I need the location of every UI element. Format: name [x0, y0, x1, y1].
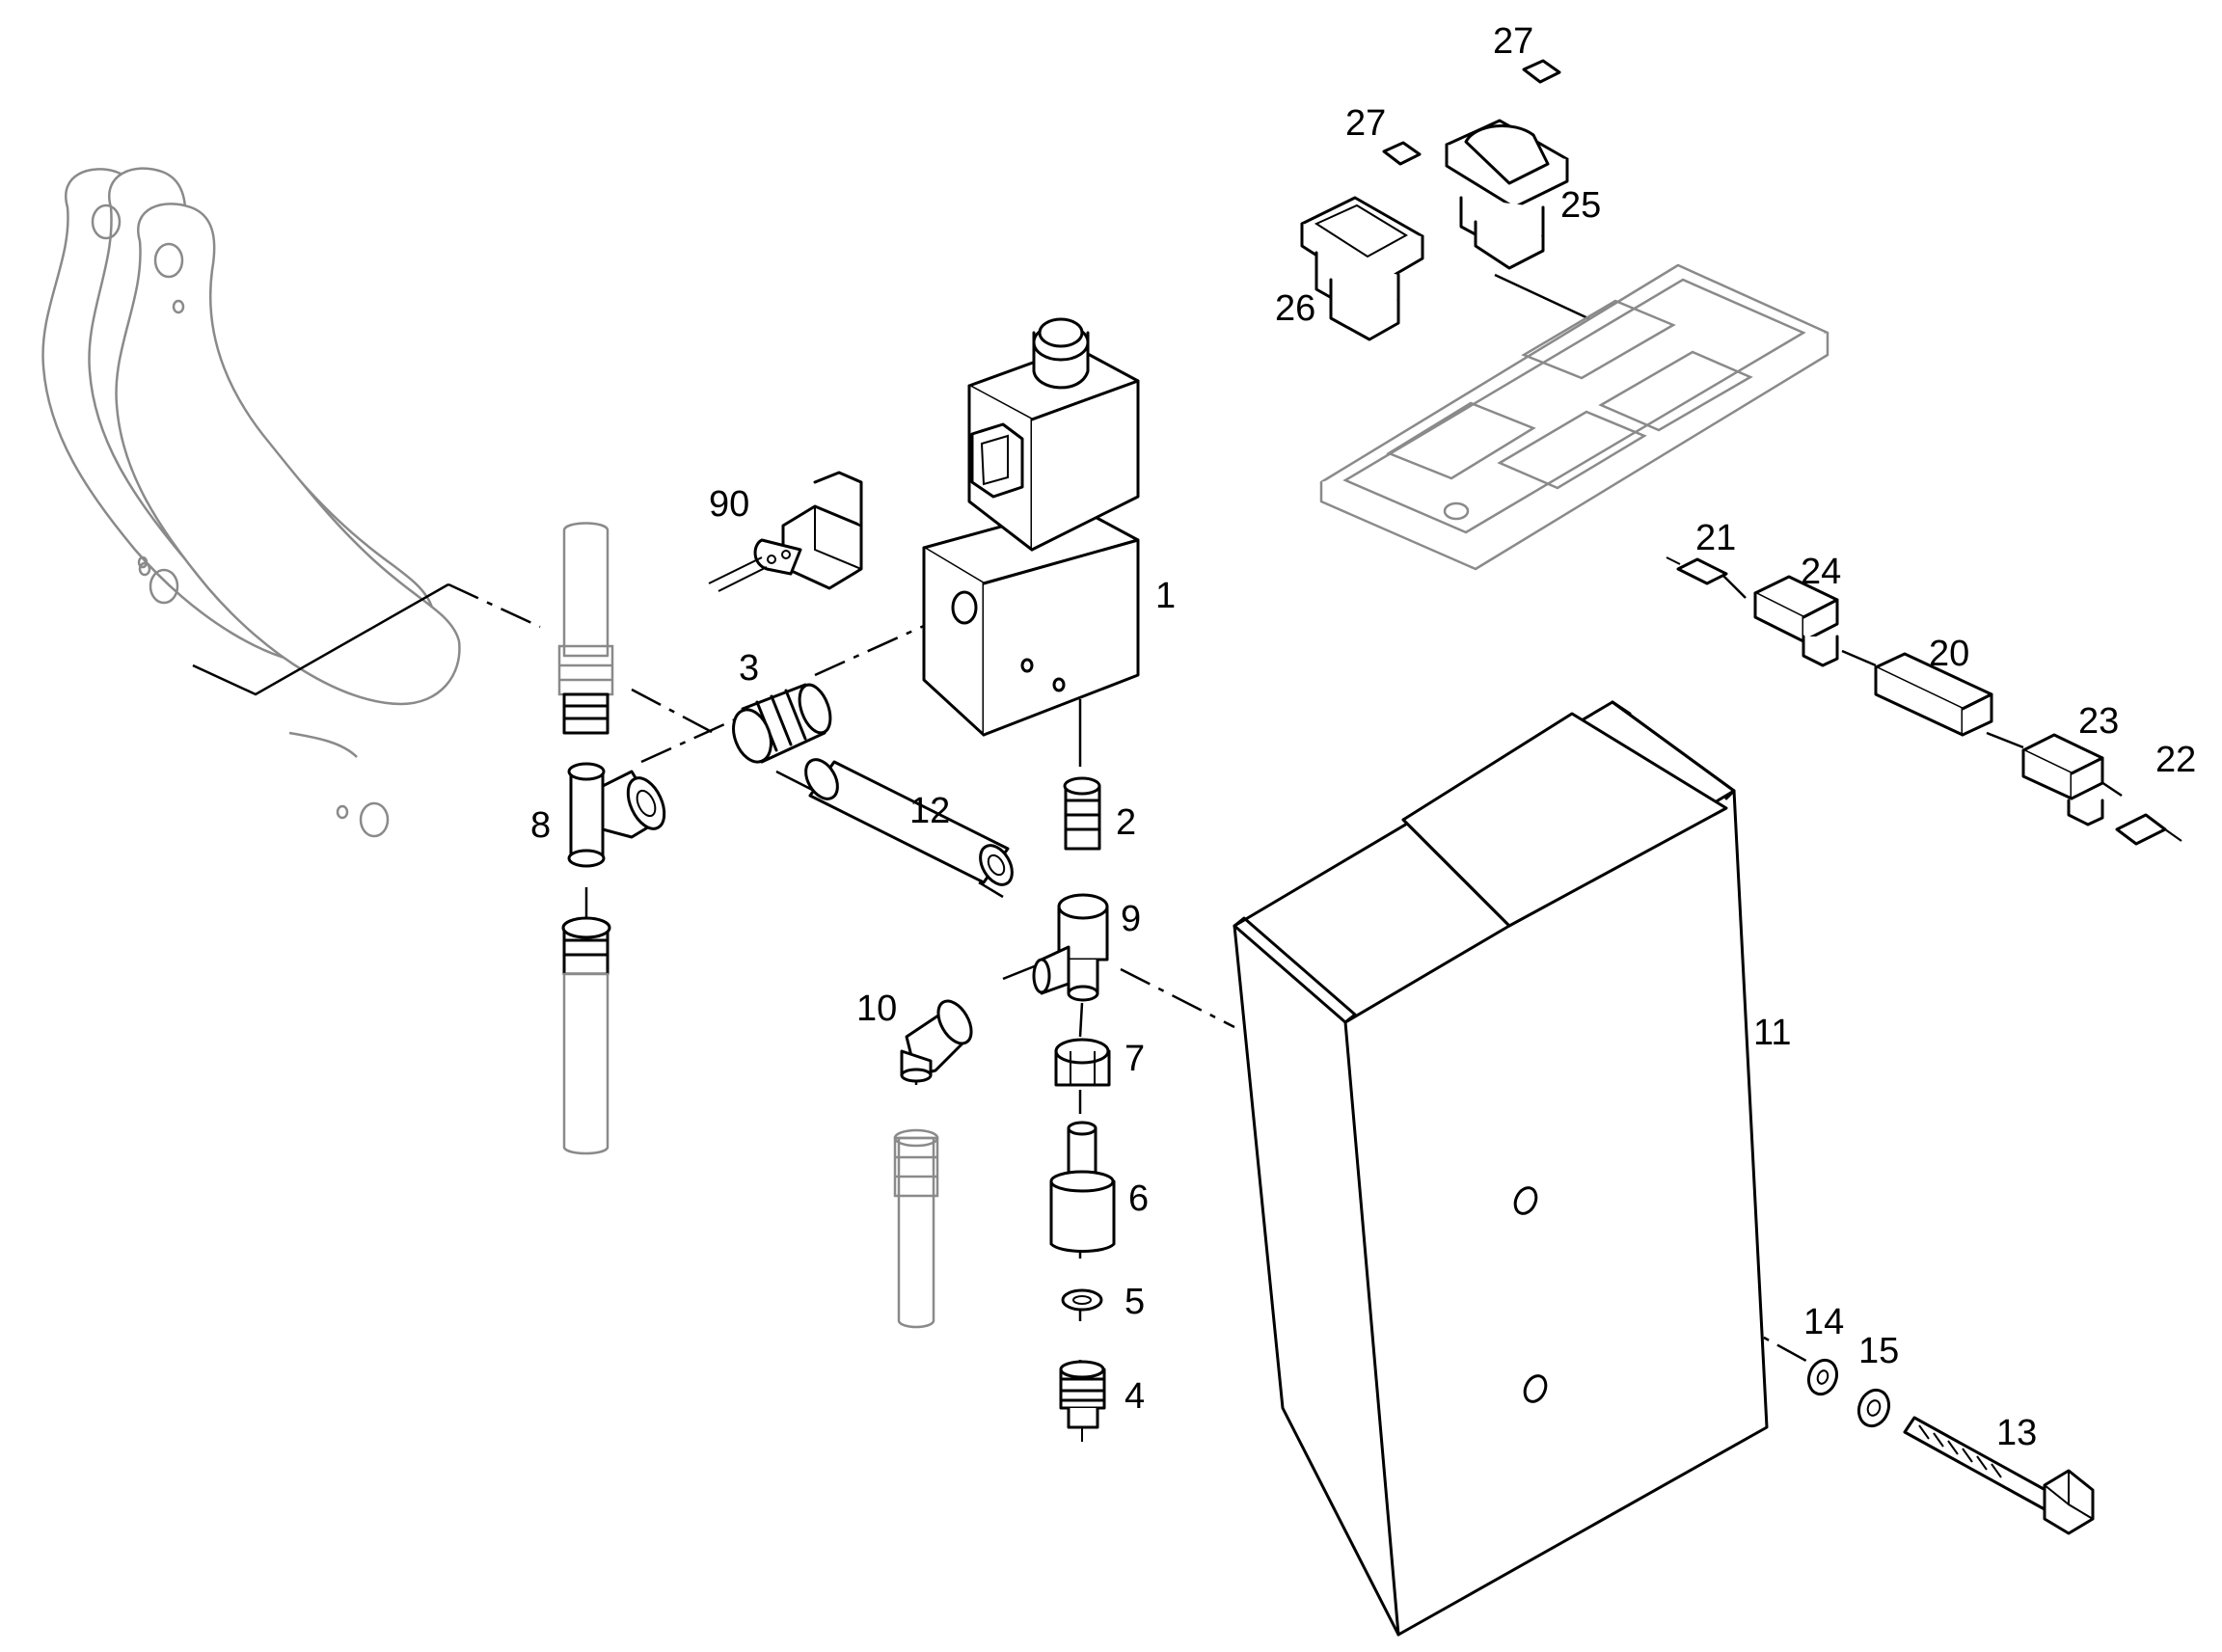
- hose-ghost-right: [893, 1128, 939, 1329]
- callout-23: 23: [2078, 701, 2119, 742]
- callout-15: 15: [1858, 1331, 1899, 1371]
- callout-10: 10: [856, 988, 897, 1029]
- rocker-switch-25: [1445, 119, 1569, 270]
- callout-26: 26: [1275, 288, 1315, 329]
- solenoid-valve-1: [922, 317, 1140, 737]
- adapter-fitting-3: [732, 683, 832, 764]
- callout-8: 8: [530, 805, 551, 846]
- switch-panel-ghost: [1319, 263, 1829, 571]
- callout-90: 90: [709, 484, 749, 525]
- guard-cover-11: [1233, 700, 1769, 1637]
- tee-fitting-9: [1032, 893, 1109, 1002]
- callout-25: 25: [1560, 185, 1601, 226]
- callout-20: 20: [1929, 634, 1969, 674]
- callout-3: 3: [739, 648, 759, 689]
- connector-chain: [1666, 556, 2182, 846]
- mounting-bracket-ghost: [41, 167, 461, 838]
- callout-22: 22: [2155, 740, 2196, 780]
- nut-7: [1054, 1038, 1111, 1087]
- callout-1: 1: [1155, 576, 1176, 616]
- plug-connector-90: [708, 471, 863, 592]
- assembly-lines: [192, 273, 2123, 1369]
- callout-5: 5: [1125, 1282, 1145, 1322]
- sleeve-6: [1049, 1121, 1116, 1253]
- callout-21: 21: [1695, 518, 1736, 558]
- fitting-2: [1063, 776, 1101, 851]
- washer-14: [1806, 1358, 1839, 1396]
- connector-23: [2021, 733, 2104, 826]
- callout-2: 2: [1116, 802, 1136, 843]
- callout-labels: 1 2 3 4 5 6 7 8 9 10 11 12 13 14 15 20 2…: [530, 21, 2196, 1453]
- callout-27-left: 27: [1345, 103, 1386, 144]
- rocker-switch-26: [1300, 196, 1424, 341]
- connector-24: [1753, 575, 1839, 667]
- tube-12: [804, 758, 1014, 886]
- tee-fitting-8: [557, 522, 666, 1155]
- callout-9: 9: [1121, 899, 1141, 939]
- callout-14: 14: [1803, 1302, 1844, 1342]
- bolt-13: [1903, 1416, 2095, 1535]
- callout-6: 6: [1128, 1178, 1149, 1219]
- callout-12: 12: [909, 791, 950, 831]
- callout-13: 13: [1996, 1413, 2037, 1453]
- switch-cap-27: [1382, 59, 1561, 166]
- callout-24: 24: [1801, 552, 1841, 592]
- washer-15: [1856, 1388, 1891, 1428]
- callout-27-right: 27: [1493, 21, 1533, 62]
- sensor-4: [1059, 1360, 1106, 1442]
- terminal-22: [2115, 813, 2182, 846]
- elbow-fitting-10: [900, 999, 973, 1083]
- washer-5: [1061, 1288, 1103, 1312]
- callout-4: 4: [1125, 1376, 1145, 1417]
- connector-housing-20: [1874, 652, 1993, 737]
- callout-7: 7: [1125, 1039, 1145, 1079]
- callout-11: 11: [1753, 1013, 1791, 1053]
